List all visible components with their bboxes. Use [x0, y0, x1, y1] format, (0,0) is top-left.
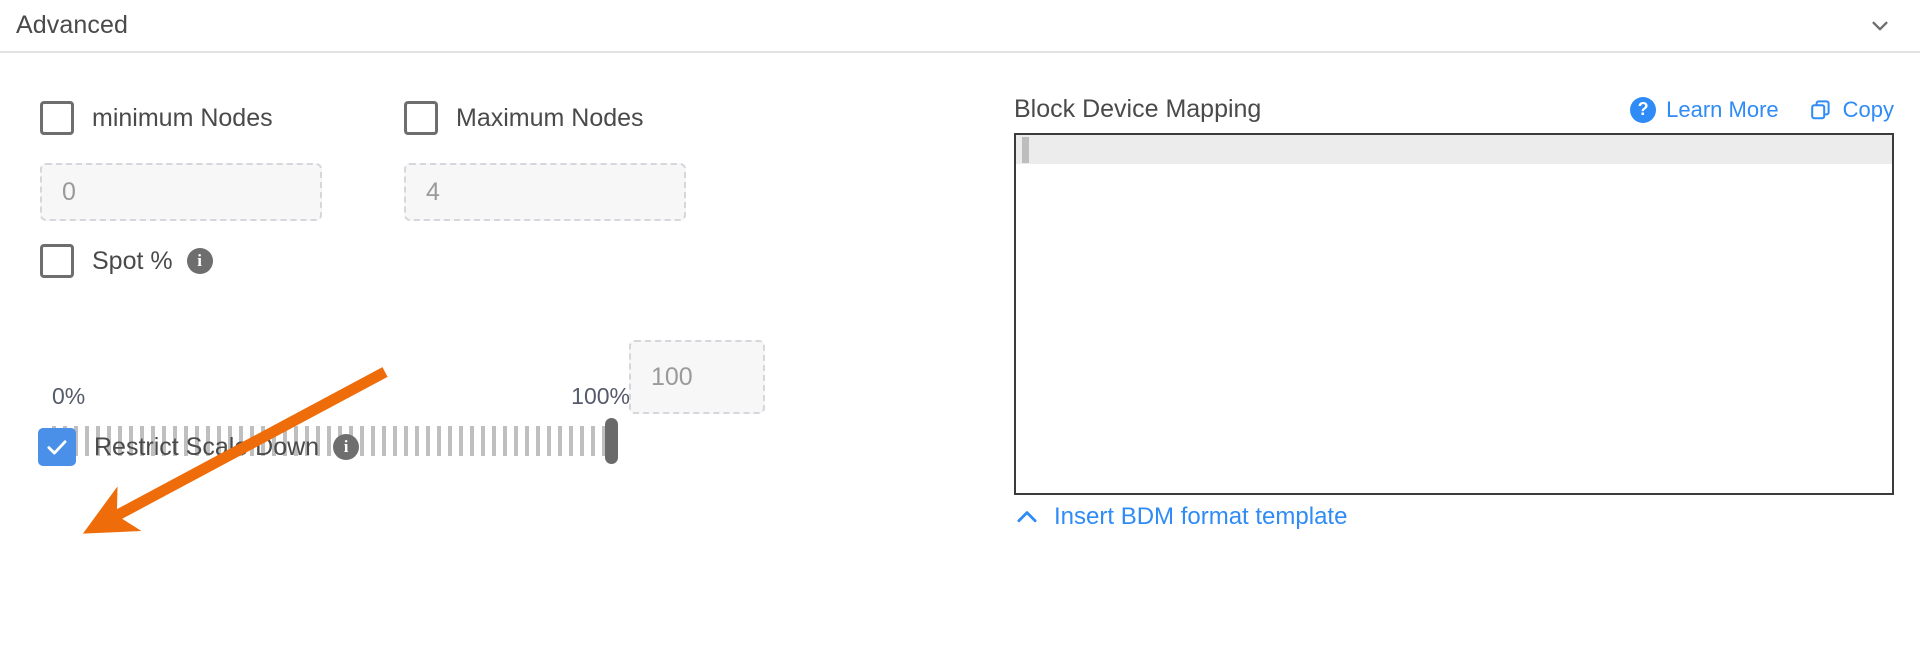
- slider-min-label: 0%: [52, 383, 86, 409]
- min-nodes-checkbox[interactable]: [40, 101, 74, 135]
- slider-thumb[interactable]: [605, 418, 618, 464]
- question-circle-icon: ?: [1630, 96, 1657, 123]
- learn-more-label: Learn More: [1666, 96, 1779, 122]
- learn-more-button[interactable]: ? Learn More: [1630, 96, 1779, 123]
- min-nodes-label: minimum Nodes: [92, 103, 273, 132]
- max-nodes-row: Maximum Nodes: [404, 101, 644, 135]
- spot-percent-value-input[interactable]: 100: [629, 340, 765, 414]
- bdm-header: Block Device Mapping ? Learn More Copy: [1014, 95, 1894, 124]
- bdm-actions: ? Learn More Copy: [1630, 96, 1894, 123]
- chevron-up-icon: [1017, 511, 1037, 523]
- min-nodes-input[interactable]: 0: [40, 163, 322, 221]
- copy-label: Copy: [1842, 96, 1894, 122]
- slider-max-label: 100%: [571, 383, 630, 409]
- spot-percent-row: Spot % i: [40, 244, 213, 278]
- bdm-active-line[interactable]: [1016, 135, 1892, 164]
- bdm-editor[interactable]: [1014, 133, 1894, 495]
- max-nodes-checkbox[interactable]: [404, 101, 438, 135]
- chevron-down-icon: [1872, 21, 1888, 30]
- max-nodes-label: Maximum Nodes: [456, 103, 644, 132]
- copy-button[interactable]: Copy: [1809, 97, 1894, 123]
- insert-bdm-template-label: Insert BDM format template: [1054, 503, 1348, 530]
- checkmark-icon: [47, 440, 67, 455]
- info-icon[interactable]: i: [186, 248, 213, 274]
- info-icon[interactable]: i: [333, 434, 360, 460]
- collapse-section-button[interactable]: [1858, 4, 1902, 48]
- spot-percent-checkbox[interactable]: [40, 244, 74, 278]
- restrict-scale-down-label: Restrict Scale Down: [94, 432, 320, 461]
- page-title: Advanced: [16, 11, 128, 39]
- insert-bdm-template-button[interactable]: Insert BDM format template: [1014, 503, 1347, 531]
- bdm-cursor-gutter: [1022, 137, 1029, 163]
- restrict-scale-down-row: Restrict Scale Down i: [38, 428, 360, 466]
- restrict-scale-down-checkbox[interactable]: [38, 428, 76, 466]
- max-nodes-input[interactable]: 4: [404, 163, 686, 221]
- spot-percent-label: Spot %: [92, 246, 173, 275]
- section-header[interactable]: Advanced: [0, 0, 1920, 53]
- scaling-settings-column: minimum Nodes 0 Maximum Nodes 4 Spot % i…: [0, 53, 990, 656]
- min-nodes-row: minimum Nodes: [40, 101, 273, 135]
- bdm-title: Block Device Mapping: [1014, 95, 1262, 123]
- block-device-mapping-column: Block Device Mapping ? Learn More Copy: [990, 53, 1920, 656]
- copy-icon: [1810, 99, 1830, 119]
